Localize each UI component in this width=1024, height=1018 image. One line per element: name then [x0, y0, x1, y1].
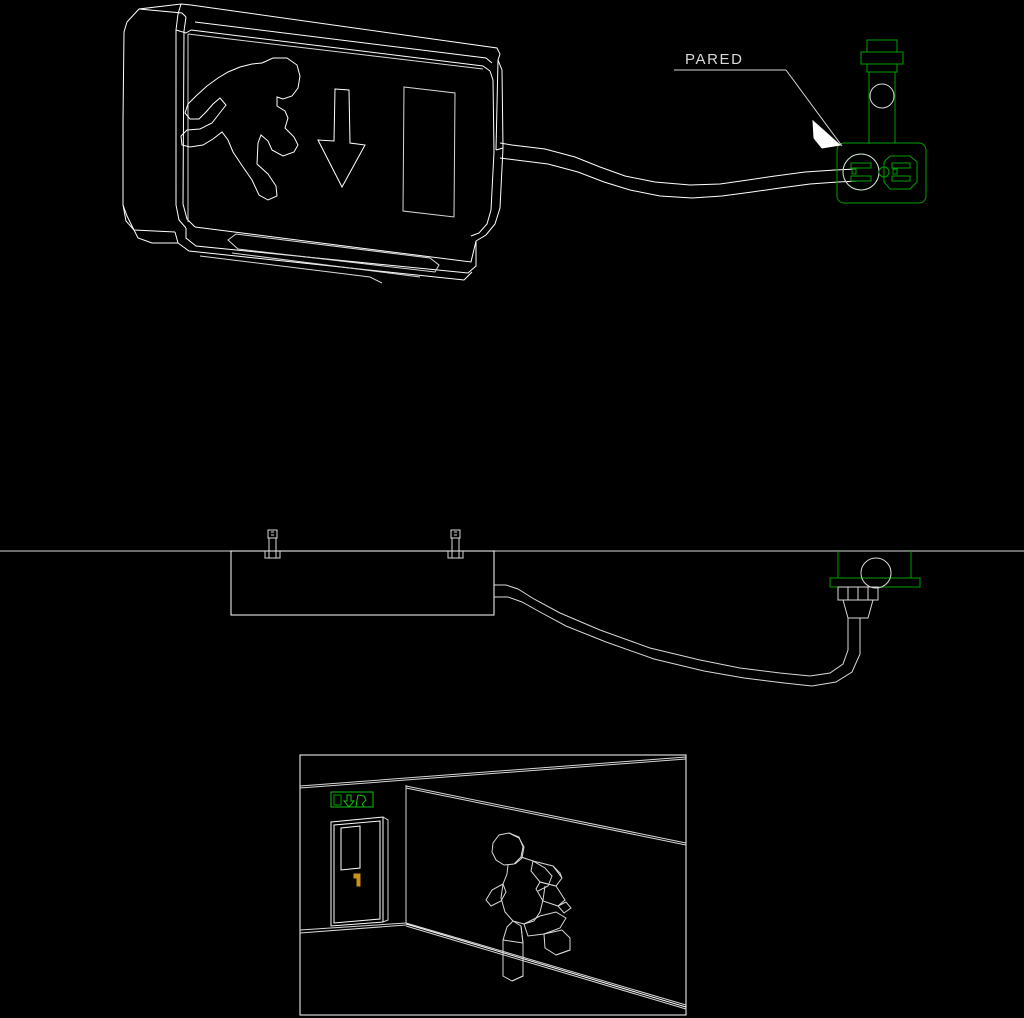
- exit-sign-fixture: [122, 3, 504, 284]
- cord-strain-relief: [837, 586, 879, 619]
- perspective-frame: [299, 754, 687, 1016]
- wall-label-text: PARED: [685, 51, 744, 68]
- corridor-door: [330, 816, 389, 927]
- duplex-wall-outlet: [836, 39, 927, 204]
- corridor-perspective-view: [299, 754, 687, 1016]
- fixture-plan-outline: [230, 550, 495, 616]
- wall-label-leader: [674, 69, 843, 149]
- sign-side-panel: [402, 86, 456, 218]
- down-arrow-pictogram: [317, 88, 366, 189]
- power-cord: [499, 142, 859, 199]
- outlet-plan-plate: [829, 551, 921, 589]
- plan-section-view: [0, 529, 1024, 687]
- mounting-screw-left: [264, 529, 281, 559]
- perspective-exit-sign: [330, 791, 374, 808]
- running-man-figure: [485, 832, 572, 982]
- running-man-pictogram: [180, 57, 301, 201]
- door-handle: [353, 873, 361, 887]
- mounting-screw-right: [447, 529, 464, 559]
